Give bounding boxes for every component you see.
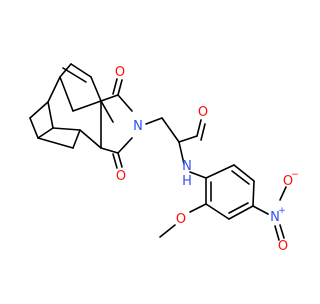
bond	[112, 78, 118, 95]
bond	[279, 224, 285, 239]
atom-o-nitro-bottom: O	[278, 239, 288, 254]
bond	[37, 137, 74, 149]
bond	[62, 67, 87, 83]
bond	[145, 117, 163, 125]
bond	[59, 63, 72, 78]
bond	[178, 135, 198, 143]
bond	[72, 129, 81, 149]
atom-o-bottom: O	[116, 169, 126, 184]
atom-n-imide: N	[133, 119, 143, 134]
atom-labels: O O N O N H O N + O − O	[115, 65, 299, 254]
bond	[117, 79, 123, 96]
bond	[47, 76, 61, 103]
atom-o-amide: O	[198, 105, 208, 120]
bond	[161, 117, 180, 143]
bond	[189, 203, 207, 213]
bond	[274, 225, 280, 241]
bond	[52, 127, 81, 131]
bond	[159, 224, 176, 238]
bond	[117, 152, 123, 168]
bonds	[29, 63, 287, 241]
bond	[29, 117, 39, 139]
bond	[252, 205, 269, 215]
bond	[90, 76, 102, 102]
bond	[228, 205, 254, 220]
atom-n-nitro-charge: +	[278, 206, 286, 216]
bond	[200, 123, 206, 141]
bond	[231, 170, 250, 185]
bond	[117, 94, 133, 112]
bond	[79, 129, 102, 149]
bond	[59, 76, 74, 112]
bond	[37, 127, 54, 139]
bond	[29, 101, 49, 119]
bond	[112, 153, 118, 169]
atom-o-nitro-top-charge: −	[291, 170, 299, 180]
bond	[252, 180, 255, 207]
bond	[100, 147, 119, 154]
bond	[205, 203, 230, 220]
bond	[228, 202, 249, 214]
bond	[100, 100, 114, 123]
structure-canvas: O O N O N H O N + O − O	[29, 63, 299, 254]
bond	[100, 94, 119, 102]
bond	[279, 186, 287, 201]
molecule-structure: O O N O N H O N + O − O	[29, 63, 299, 254]
bond	[47, 101, 54, 129]
bond	[178, 141, 185, 165]
bond	[117, 137, 133, 154]
bond	[196, 119, 202, 137]
atom-o-methoxy: O	[176, 212, 186, 227]
atom-n-nitro: N	[270, 210, 280, 225]
atom-o-nitro-top: O	[283, 174, 293, 189]
bond	[205, 164, 235, 179]
atom-n-amide: N	[182, 159, 192, 174]
bond	[189, 171, 207, 179]
atom-h-amide: H	[182, 174, 192, 189]
bond	[72, 100, 102, 112]
atom-o-top: O	[115, 65, 125, 80]
bond	[70, 63, 92, 78]
bond	[233, 164, 255, 182]
